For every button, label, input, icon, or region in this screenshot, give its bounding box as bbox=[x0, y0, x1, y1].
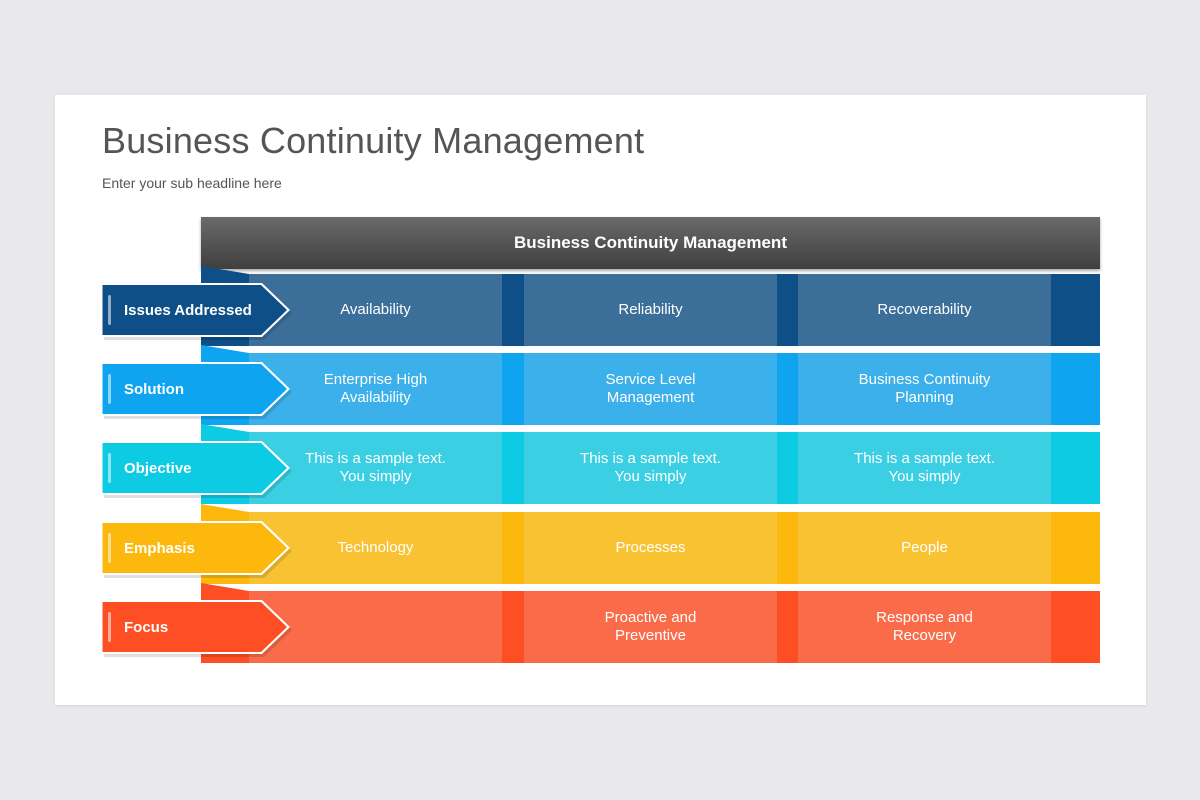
row-notch bbox=[201, 345, 249, 353]
table-row: This is a sample text. You simply This is… bbox=[201, 424, 1100, 504]
table-cell: This is a sample text. You simply bbox=[305, 450, 446, 485]
gloss-highlight-icon bbox=[108, 453, 111, 483]
gloss-highlight-icon bbox=[108, 533, 111, 563]
row-label-fill bbox=[102, 523, 287, 573]
row-divider-stripe bbox=[502, 274, 524, 346]
table-cell: Reliability bbox=[618, 301, 683, 318]
table-cell: Availability bbox=[340, 301, 411, 318]
table-cell: Response and Recovery bbox=[876, 609, 973, 644]
row-label-arrow: Objective bbox=[102, 441, 290, 495]
table-cell: Proactive and Preventive bbox=[604, 609, 697, 644]
row-label-arrow: Focus bbox=[102, 600, 290, 654]
row-divider-stripe bbox=[1051, 274, 1100, 346]
gloss-highlight-icon bbox=[108, 374, 111, 404]
table-row: Enterprise High Availability Service Leve… bbox=[201, 345, 1100, 425]
table-cell: Technology bbox=[337, 539, 414, 556]
table-cell: Processes bbox=[615, 539, 686, 556]
table-header-text: Business Continuity Management bbox=[514, 233, 787, 252]
row-notch bbox=[201, 583, 249, 591]
table-cell: This is a sample text. You simply bbox=[854, 450, 995, 485]
row-divider-stripe bbox=[1051, 591, 1100, 663]
row-label-text: Solution bbox=[124, 380, 184, 398]
gloss-highlight-icon bbox=[108, 612, 111, 642]
row-label-fill bbox=[102, 285, 287, 335]
row-divider-stripe bbox=[777, 274, 798, 346]
table-cell: Business Continuity Planning bbox=[858, 371, 991, 406]
row-divider-stripe bbox=[502, 432, 524, 504]
row-divider-stripe bbox=[502, 591, 524, 663]
table-cell: Recoverability bbox=[877, 301, 972, 318]
row-notch bbox=[201, 266, 249, 274]
row-label-fill bbox=[102, 602, 287, 652]
page-title: Business Continuity Management bbox=[102, 120, 645, 161]
row-label-fill bbox=[102, 364, 287, 414]
table-cell: Enterprise High Availability bbox=[323, 371, 428, 406]
page-subtitle: Enter your sub headline here bbox=[102, 175, 282, 191]
table-cell: Service Level Management bbox=[605, 371, 696, 406]
row-label-text: Focus bbox=[124, 618, 169, 636]
row-divider-stripe bbox=[1051, 353, 1100, 425]
row-divider-stripe bbox=[777, 353, 798, 425]
table-cell: People bbox=[901, 539, 948, 556]
row-divider-stripe bbox=[502, 512, 524, 584]
row-divider-stripe bbox=[502, 353, 524, 425]
row-label-arrow: Issues Addressed bbox=[102, 283, 290, 337]
row-divider-stripe bbox=[1051, 432, 1100, 504]
row-notch bbox=[201, 424, 249, 432]
row-notch bbox=[201, 504, 249, 512]
table-row: Proactive and Preventive Response and Rec… bbox=[201, 583, 1100, 663]
table-row: Technology Processes People bbox=[201, 504, 1100, 584]
row-label-fill bbox=[102, 443, 287, 493]
table-cell: This is a sample text. You simply bbox=[580, 450, 721, 485]
row-divider-stripe bbox=[777, 591, 798, 663]
row-label-text: Emphasis bbox=[124, 539, 195, 557]
gloss-highlight-icon bbox=[108, 295, 111, 325]
table-row: Availability Reliability Recoverability bbox=[201, 266, 1100, 346]
row-label-arrow: Solution bbox=[102, 362, 290, 416]
row-label-arrow: Emphasis bbox=[102, 521, 290, 575]
table-header: Business Continuity Management bbox=[201, 217, 1100, 269]
row-label-text: Objective bbox=[124, 459, 192, 477]
row-divider-stripe bbox=[777, 432, 798, 504]
row-divider-stripe bbox=[777, 512, 798, 584]
row-divider-stripe bbox=[1051, 512, 1100, 584]
row-label-text: Issues Addressed bbox=[124, 301, 252, 319]
